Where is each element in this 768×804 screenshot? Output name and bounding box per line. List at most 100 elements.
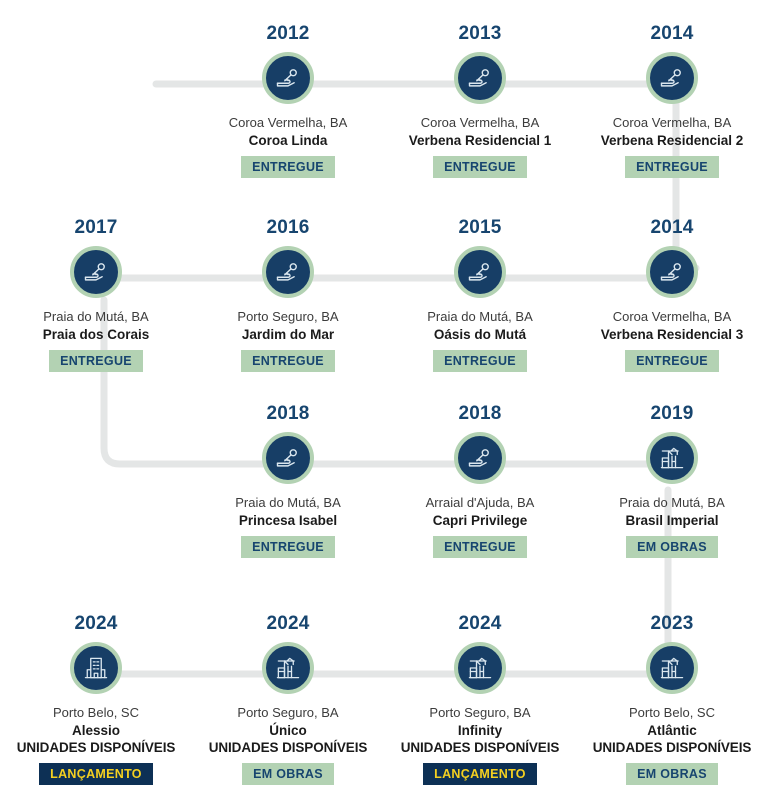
timeline-entry-verbena-residencial-3[interactable]: 2014 Coroa Vermelha, BA Verbena Residenc… [576,218,768,372]
entry-info: Porto Belo, SC Atlântic UNIDADES DISPONÍ… [593,705,752,756]
timeline-row-4: 2024 Porto Belo, SC Alessio [0,613,768,786]
key-handover-icon [454,52,506,104]
timeline-row-2: 2017 Praia do Mutá, BA Praia dos Corais … [0,218,768,372]
timeline-entry-alessio[interactable]: 2024 Porto Belo, SC Alessio [0,613,192,786]
entry-name: Verbena Residencial 2 [600,132,744,148]
key-handover-icon [262,432,314,484]
timeline-entry-princesa-isabel[interactable]: 2018 Praia do Mutá, BA Princesa Isabel E… [192,404,384,558]
timeline-entry-unico[interactable]: 2024 [192,613,384,786]
status-badge: ENTREGUE [625,349,719,372]
entry-city: Porto Belo, SC [53,705,139,720]
timeline-entry-brasil-imperial[interactable]: 2019 [576,404,768,558]
entry-info: Porto Seguro, BA Infinity UNIDADES DISPO… [401,705,560,756]
entry-city: Coroa Vermelha, BA [420,115,540,130]
entry-name: Capri Privilege [432,512,528,528]
status-badge: EM OBRAS [242,763,334,786]
entry-city: Porto Seguro, BA [237,705,339,720]
entry-info: Praia do Mutá, BA Praia dos Corais [43,309,150,343]
entry-city: Praia do Mutá, BA [619,495,725,510]
entry-year: 2024 [74,613,118,634]
timeline-row-3: 2018 Praia do Mutá, BA Princesa Isabel E… [0,404,768,558]
entry-year: 2017 [74,217,118,238]
entry-year: 2016 [266,217,310,238]
entry-year: 2023 [650,613,694,634]
key-handover-icon [454,246,506,298]
key-handover-icon [262,52,314,104]
entry-city: Praia do Mutá, BA [43,309,149,324]
entry-year: 2018 [458,403,502,424]
entry-year: 2018 [266,403,310,424]
entry-year: 2012 [266,23,310,44]
entry-city: Coroa Vermelha, BA [228,115,348,130]
entry-year: 2019 [650,403,694,424]
entry-year: 2024 [266,613,310,634]
entry-availability: UNIDADES DISPONÍVEIS [592,739,752,755]
entry-name: Único [269,722,307,738]
timeline-entry-verbena-residencial-2[interactable]: 2014 Coroa Vermelha, BA Verbena Residenc… [576,24,768,178]
status-badge: EM OBRAS [626,763,718,786]
key-handover-icon [646,246,698,298]
entry-info: Porto Seguro, BA Único UNIDADES DISPONÍV… [209,705,368,756]
status-badge: ENTREGUE [433,535,527,558]
status-badge: ENTREGUE [433,155,527,178]
entry-info: Coroa Vermelha, BA Verbena Residencial 2 [601,115,744,149]
entry-year: 2013 [458,23,502,44]
key-handover-icon [454,432,506,484]
timeline-entry-capri-privilege[interactable]: 2018 Arraial d'Ajuda, BA Capri Privilege… [384,404,576,558]
entry-info: Praia do Mutá, BA Princesa Isabel [235,495,341,529]
entry-city: Porto Seguro, BA [237,309,339,324]
entry-info: Praia do Mutá, BA Oásis do Mutá [427,309,533,343]
timeline-entry-coroa-linda[interactable]: 2012 Coroa Vermelha, BA Coroa Linda ENTR… [192,24,384,178]
timeline-entry-jardim-do-mar[interactable]: 2016 Porto Seguro, BA Jardim do Mar ENTR… [192,218,384,372]
status-badge: LANÇAMENTO [423,763,537,786]
entry-city: Porto Belo, SC [629,705,715,720]
status-badge: ENTREGUE [241,155,335,178]
entry-year: 2024 [458,613,502,634]
key-handover-icon [646,52,698,104]
timeline-entry-atlantic[interactable]: 2023 [576,613,768,786]
timeline-entry-praia-dos-corais[interactable]: 2017 Praia do Mutá, BA Praia dos Corais … [0,218,192,372]
timeline-entry-oasis-do-muta[interactable]: 2015 Praia do Mutá, BA Oásis do Mutá ENT… [384,218,576,372]
entry-name: Princesa Isabel [238,512,338,528]
crane-icon [646,642,698,694]
key-handover-icon [262,246,314,298]
crane-icon [262,642,314,694]
timeline-entry-infinity[interactable]: 2024 [384,613,576,786]
entry-year: 2014 [650,23,694,44]
entry-info: Coroa Vermelha, BA Coroa Linda [229,115,348,149]
entry-name: Oásis do Mutá [433,326,527,342]
entry-city: Praia do Mutá, BA [235,495,341,510]
timeline-entry-verbena-residencial-1[interactable]: 2013 Coroa Vermelha, BA Verbena Residenc… [384,24,576,178]
entry-name: Infinity [457,722,503,738]
entry-info: Porto Seguro, BA Jardim do Mar [237,309,338,343]
entry-info: Porto Belo, SC Alessio UNIDADES DISPONÍV… [17,705,176,756]
timeline-row-1: 2012 Coroa Vermelha, BA Coroa Linda ENTR… [0,24,768,178]
entry-name: Verbena Residencial 3 [600,326,744,342]
entry-info: Coroa Vermelha, BA Verbena Residencial 1 [409,115,552,149]
entry-info: Coroa Vermelha, BA Verbena Residencial 3 [601,309,744,343]
entry-city: Arraial d'Ajuda, BA [425,495,535,510]
key-handover-icon [70,246,122,298]
entry-name: Coroa Linda [248,132,328,148]
entry-availability: UNIDADES DISPONÍVEIS [400,739,560,755]
entry-availability: UNIDADES DISPONÍVEIS [208,739,368,755]
entry-name: Verbena Residencial 1 [408,132,552,148]
entry-city: Praia do Mutá, BA [427,309,533,324]
entry-availability: UNIDADES DISPONÍVEIS [16,739,176,755]
status-badge: LANÇAMENTO [39,763,153,786]
entry-year: 2014 [650,217,694,238]
status-badge: EM OBRAS [626,535,718,558]
crane-icon [454,642,506,694]
entry-name: Alessio [71,722,121,738]
entry-city: Porto Seguro, BA [429,705,531,720]
status-badge: ENTREGUE [241,349,335,372]
status-badge: ENTREGUE [433,349,527,372]
crane-icon [646,432,698,484]
status-badge: ENTREGUE [49,349,143,372]
entry-name: Praia dos Corais [42,326,150,342]
entry-name: Atlântic [647,722,697,738]
entry-info: Arraial d'Ajuda, BA Capri Privilege [426,495,535,529]
entry-year: 2015 [458,217,502,238]
entry-city: Coroa Vermelha, BA [612,309,732,324]
